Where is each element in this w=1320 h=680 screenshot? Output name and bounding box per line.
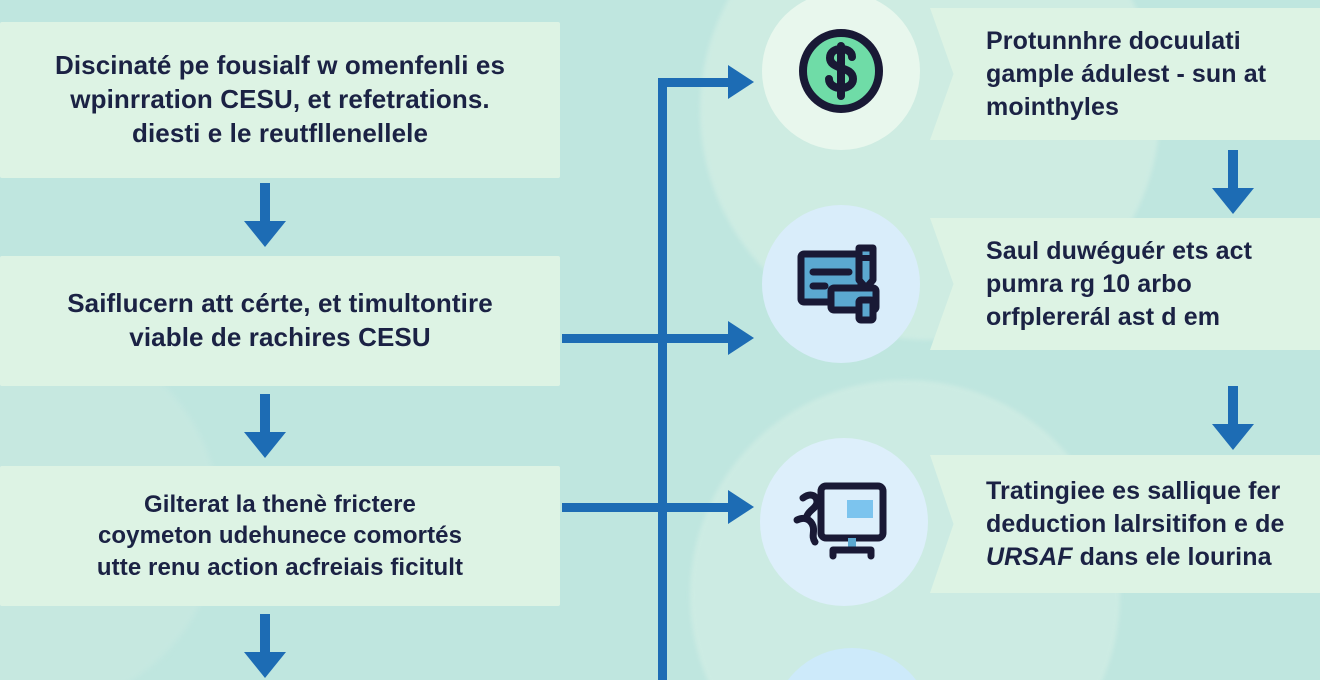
flow-detail-1-line-3: mointhyles bbox=[986, 92, 1119, 121]
flow-step-3-text: Gilterat la thenè frictere coymeton udeh… bbox=[26, 489, 534, 583]
arrow-right-icon-2 bbox=[728, 321, 754, 355]
arrow-shaft bbox=[260, 614, 270, 654]
flow-step-1-line-3: diesti e le reutfllenellele bbox=[131, 117, 429, 148]
arrow-down-icon-left-3 bbox=[244, 614, 286, 680]
arrow-head bbox=[1212, 188, 1254, 214]
flow-detail-1-text: Protunnhre docuulati gample ádulest - su… bbox=[986, 25, 1320, 124]
flow-step-3-line-3: utte renu action acfreiais ficitult bbox=[96, 553, 464, 581]
flow-step-2-line-2: viable de rachires CESU bbox=[129, 322, 431, 352]
arrow-head bbox=[1212, 424, 1254, 450]
arrow-shaft bbox=[260, 183, 270, 223]
connector-trunk-top-cap bbox=[658, 78, 734, 87]
icon-badge-2 bbox=[762, 205, 920, 363]
flow-detail-2-line-1: Saul duwéguér ets act bbox=[986, 236, 1253, 265]
icon-badge-4-partial bbox=[772, 648, 932, 680]
arrow-right-icon-1 bbox=[728, 65, 754, 99]
flow-detail-box-2[interactable]: Saul duwéguér ets act pumra rg 10 arbo o… bbox=[930, 218, 1320, 350]
flow-step-1-line-2: wpinrration CESU, et refetrations. bbox=[70, 84, 490, 115]
flow-detail-2-line-3: orfplererál ast d em bbox=[986, 302, 1221, 331]
flow-detail-1-line-2: gample ádulest - sun at bbox=[986, 59, 1267, 88]
flow-detail-3-line-2: deduction lalrsitifon e de bbox=[986, 509, 1285, 538]
arrow-down-icon-right-1 bbox=[1212, 150, 1254, 216]
flow-detail-3-text: Tratingiee es sallique fer deduction lal… bbox=[986, 475, 1320, 574]
dollar-coin-icon bbox=[799, 29, 883, 113]
flow-detail-box-3[interactable]: Tratingiee es sallique fer deduction lal… bbox=[930, 455, 1320, 593]
icon-badge-3 bbox=[760, 438, 928, 606]
arrow-down-icon-left-1 bbox=[244, 183, 286, 249]
flow-step-1-line-1: Discinaté pe fousialf w omenfenli es bbox=[54, 50, 506, 81]
arrow-shaft bbox=[1228, 150, 1238, 190]
flow-step-2-text: Saiflucern att cérte, et timultontire vi… bbox=[26, 287, 534, 355]
flow-step-box-1[interactable]: Discinaté pe fousialf w omenfenli es wpi… bbox=[0, 22, 560, 178]
flow-detail-3-line-1: Tratingiee es sallique fer bbox=[986, 476, 1281, 505]
arrow-head bbox=[244, 221, 286, 247]
arrow-down-icon-left-2 bbox=[244, 394, 286, 460]
arrow-shaft bbox=[1228, 386, 1238, 426]
flow-step-box-3[interactable]: Gilterat la thenè frictere coymeton udeh… bbox=[0, 466, 560, 606]
flow-detail-2-line-2: pumra rg 10 arbo bbox=[986, 269, 1192, 298]
flow-step-1-text: Discinaté pe fousialf w omenfenli es wpi… bbox=[26, 49, 534, 150]
arrow-head bbox=[244, 652, 286, 678]
connector-horizontal-3 bbox=[562, 503, 740, 512]
signed-document-icon bbox=[797, 244, 880, 324]
flow-detail-3-line-3-rest: dans ele lourina bbox=[1072, 542, 1272, 571]
computer-monitor-icon bbox=[793, 482, 887, 560]
icon-badge-1 bbox=[762, 0, 920, 150]
arrow-shaft bbox=[260, 394, 270, 434]
arrow-down-icon-right-2 bbox=[1212, 386, 1254, 452]
arrow-head bbox=[244, 432, 286, 458]
arrow-right-icon-3 bbox=[728, 490, 754, 524]
flow-step-3-line-2: coymeton udehunece comortés bbox=[97, 522, 463, 550]
flow-step-box-2[interactable]: Saiflucern att cérte, et timultontire vi… bbox=[0, 256, 560, 386]
flow-detail-box-1[interactable]: Protunnhre docuulati gample ádulest - su… bbox=[930, 8, 1320, 140]
flow-detail-1-line-1: Protunnhre docuulati bbox=[986, 26, 1241, 55]
flow-detail-2-text: Saul duwéguér ets act pumra rg 10 arbo o… bbox=[986, 235, 1320, 334]
flow-detail-3-italic-term: URSAF bbox=[986, 542, 1073, 571]
flow-step-3-line-1: Gilterat la thenè frictere bbox=[143, 491, 417, 519]
connector-vertical-trunk bbox=[658, 78, 667, 680]
flow-step-2-line-1: Saiflucern att cérte, et timultontire bbox=[67, 288, 493, 319]
connector-horizontal-2 bbox=[562, 334, 740, 343]
